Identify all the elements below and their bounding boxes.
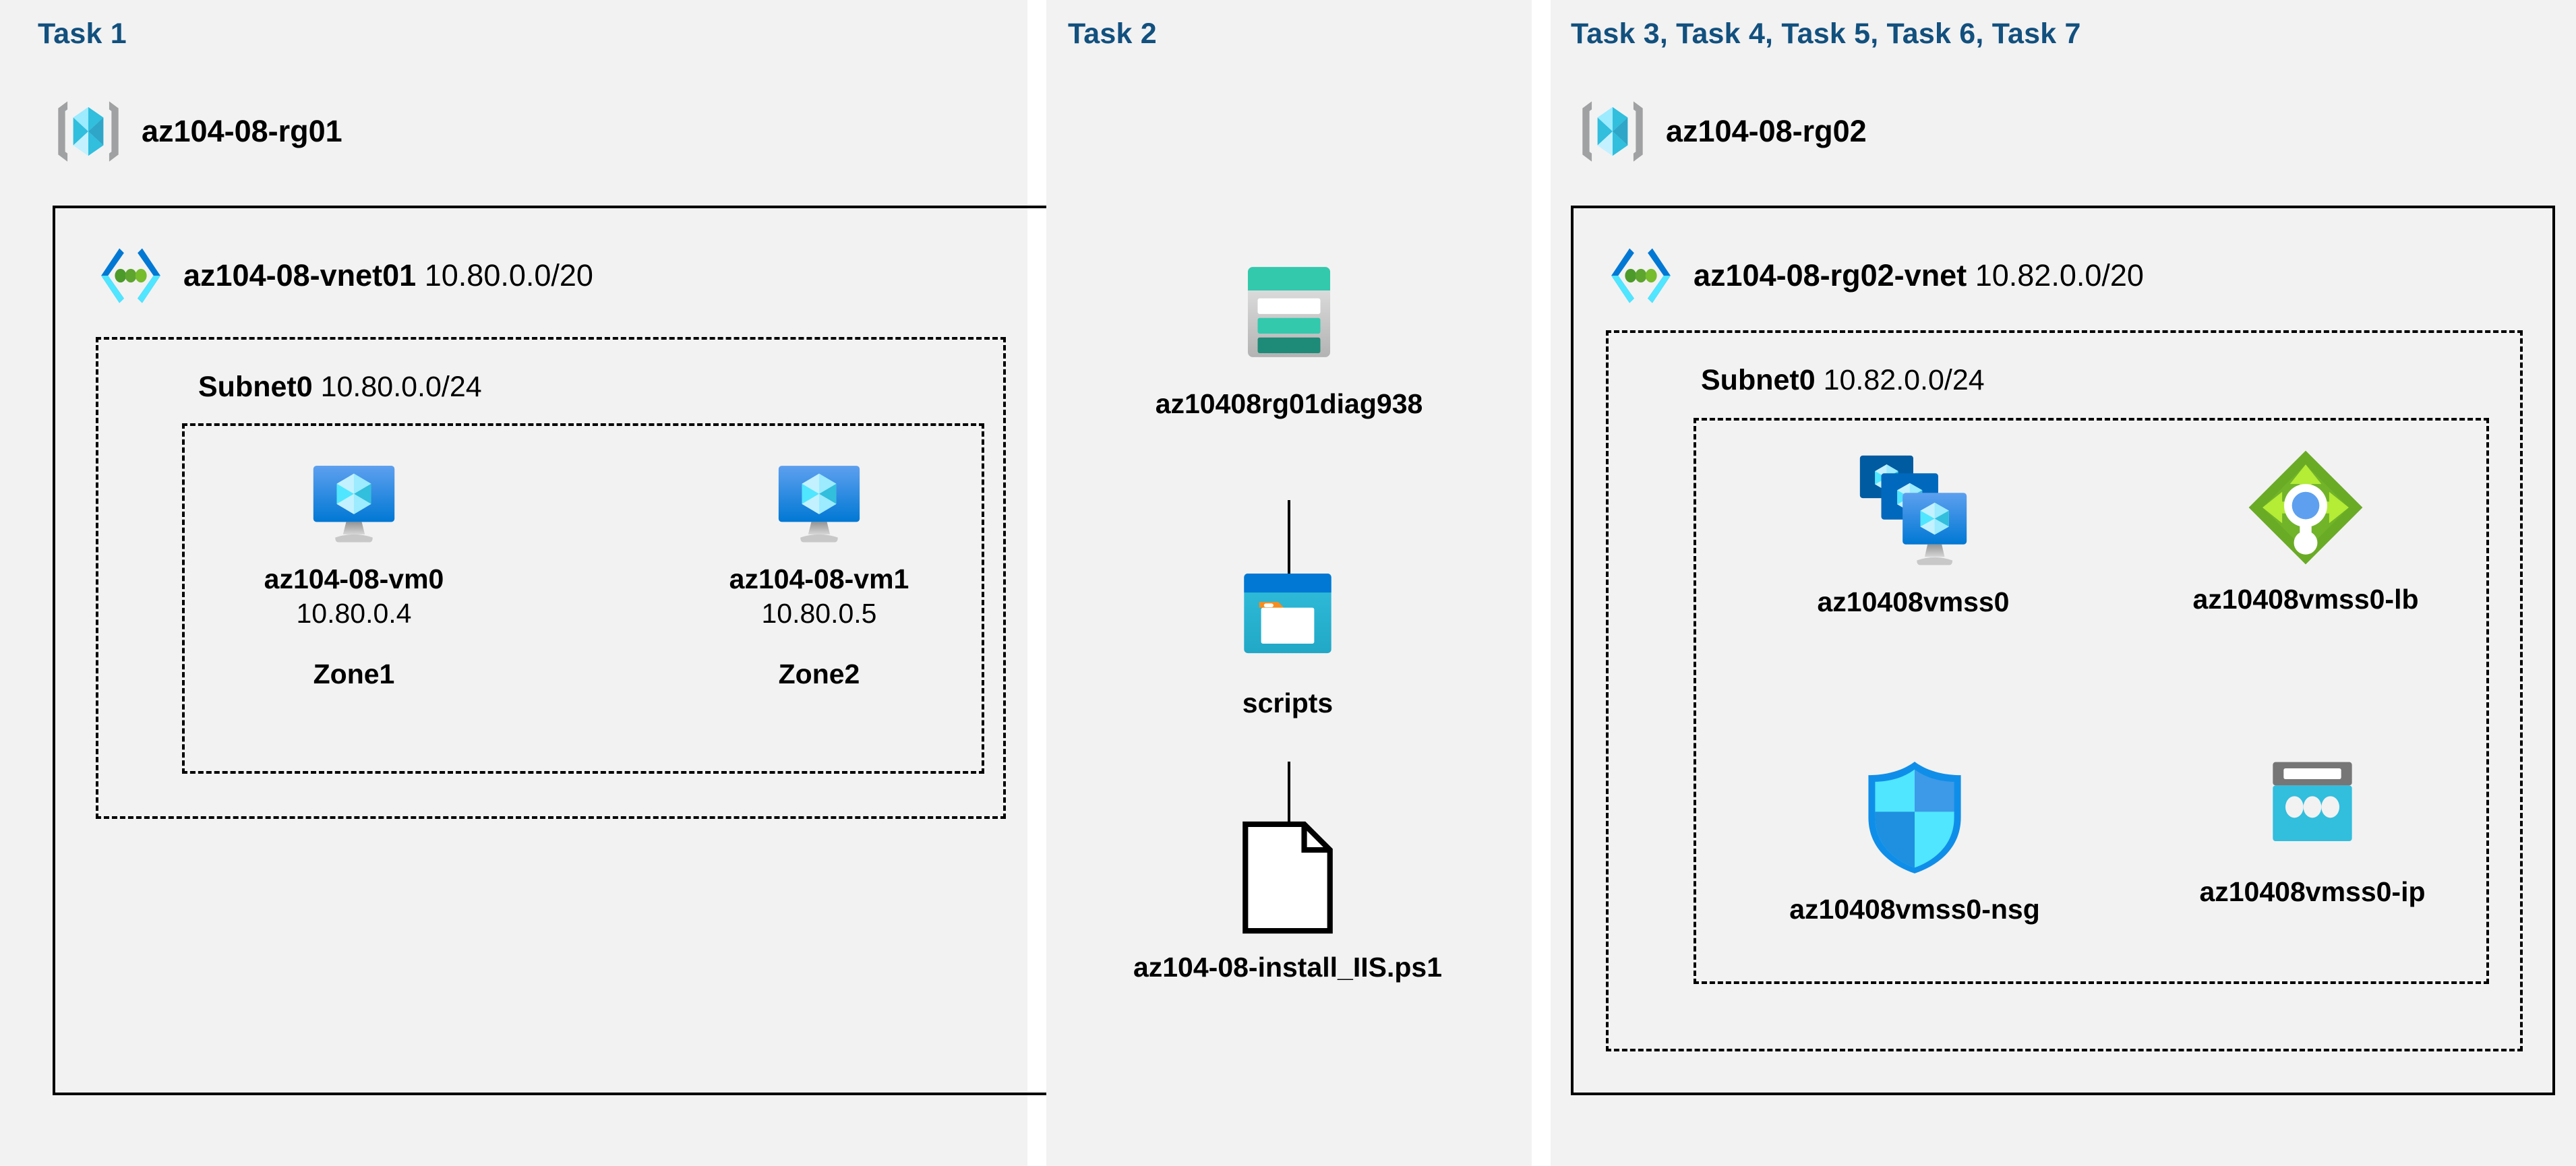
- file-az104-08-install-iis-ps1[interactable]: az104-08-install_IIS.ps1: [1092, 817, 1483, 984]
- vm-name: az104-08-vm1: [729, 563, 909, 594]
- virtual-machine-icon: [304, 450, 404, 550]
- virtual-network-icon: [1605, 239, 1677, 312]
- subnet-label-task1: Subnet0 10.80.0.0/24: [198, 371, 482, 403]
- blob-container-name: scripts: [1242, 687, 1334, 718]
- network-security-group-az10408vmss0-nsg[interactable]: az10408vmss0-nsg: [1766, 755, 2063, 926]
- vm-scale-set-icon: [1849, 445, 1977, 573]
- vnet-label: az104-08-vnet01 10.80.0.0/20: [183, 258, 593, 293]
- resource-group-az104-08-rg02: az104-08-rg02: [1576, 94, 1867, 168]
- task-1-title: Task 1: [38, 18, 127, 50]
- vm-name: az104-08-vm0: [264, 563, 444, 594]
- public-ip-address-icon: [2258, 755, 2366, 863]
- public-ip-address-az10408vmss0-ip[interactable]: az10408vmss0-ip: [2178, 755, 2447, 909]
- vm-zone: Zone1: [313, 658, 395, 690]
- load-balancer-name: az10408vmss0-lb: [2192, 584, 2419, 615]
- connector-storage-to-container: [1288, 500, 1290, 574]
- virtual-network-icon: [94, 239, 167, 312]
- subnet-box-task37-subnet0: [1606, 330, 2523, 1051]
- file-icon: [1234, 817, 1342, 938]
- resource-group-icon: [51, 94, 125, 168]
- vnet-label: az104-08-rg02-vnet 10.82.0.0/20: [1694, 258, 2144, 293]
- subnet-box-task1-subnet0: [96, 337, 1006, 819]
- load-balancer-az10408vmss0-lb[interactable]: az10408vmss0-lb: [2171, 445, 2440, 616]
- vm-az104-08-vm1[interactable]: az104-08-vm1 10.80.0.5 Zone2: [729, 450, 909, 690]
- vm-az104-08-vm0[interactable]: az104-08-vm0 10.80.0.4 Zone1: [264, 450, 444, 690]
- task-3-7-title: Task 3, Task 4, Task 5, Task 6, Task 7: [1571, 18, 2081, 50]
- load-balancer-icon: [2243, 445, 2368, 570]
- blob-container-scripts[interactable]: scripts: [1187, 553, 1389, 720]
- vm-ip: 10.80.0.4: [296, 598, 412, 630]
- file-name: az104-08-install_IIS.ps1: [1133, 952, 1443, 983]
- vm-scale-set-name: az10408vmss0: [1817, 586, 2010, 617]
- vnet-az104-08-vnet01: az104-08-vnet01 10.80.0.0/20: [94, 239, 593, 312]
- subnet-label-task37: Subnet0 10.82.0.0/24: [1701, 364, 1985, 396]
- resource-group-label: az104-08-rg02: [1666, 114, 1867, 148]
- public-ip-address-name: az10408vmss0-ip: [2199, 876, 2426, 907]
- vnet-az104-08-rg02-vnet: az104-08-rg02-vnet 10.82.0.0/20: [1605, 239, 2144, 312]
- vm-zone: Zone2: [778, 658, 860, 690]
- panel-task-1: [0, 0, 1027, 1166]
- task-2-title: Task 2: [1068, 18, 1157, 50]
- blob-container-icon: [1227, 553, 1348, 674]
- network-security-group-name: az10408vmss0-nsg: [1789, 894, 2040, 925]
- availability-zone-box-task1: [182, 423, 984, 774]
- connector-container-to-file: [1288, 762, 1290, 836]
- resource-group-inner-box-task37: [1694, 418, 2489, 984]
- panel-task-3-7: [1551, 0, 2576, 1166]
- resource-group-label: az104-08-rg01: [142, 114, 342, 148]
- vm-ip: 10.80.0.5: [761, 598, 877, 630]
- virtual-machine-icon: [769, 450, 869, 550]
- storage-account-icon: [1226, 249, 1352, 375]
- vnet-box-az104-08-rg02-vnet: [1571, 206, 2555, 1095]
- network-security-group-icon: [1861, 755, 1969, 880]
- vm-scale-set-az10408vmss0[interactable]: az10408vmss0: [1778, 445, 2048, 619]
- resource-group-az104-08-rg01: az104-08-rg01: [51, 94, 342, 168]
- storage-account-name: az10408rg01diag938: [1155, 388, 1423, 419]
- resource-group-icon: [1576, 94, 1650, 168]
- storage-account-az10408rg01diag938[interactable]: az10408rg01diag938: [1100, 249, 1478, 421]
